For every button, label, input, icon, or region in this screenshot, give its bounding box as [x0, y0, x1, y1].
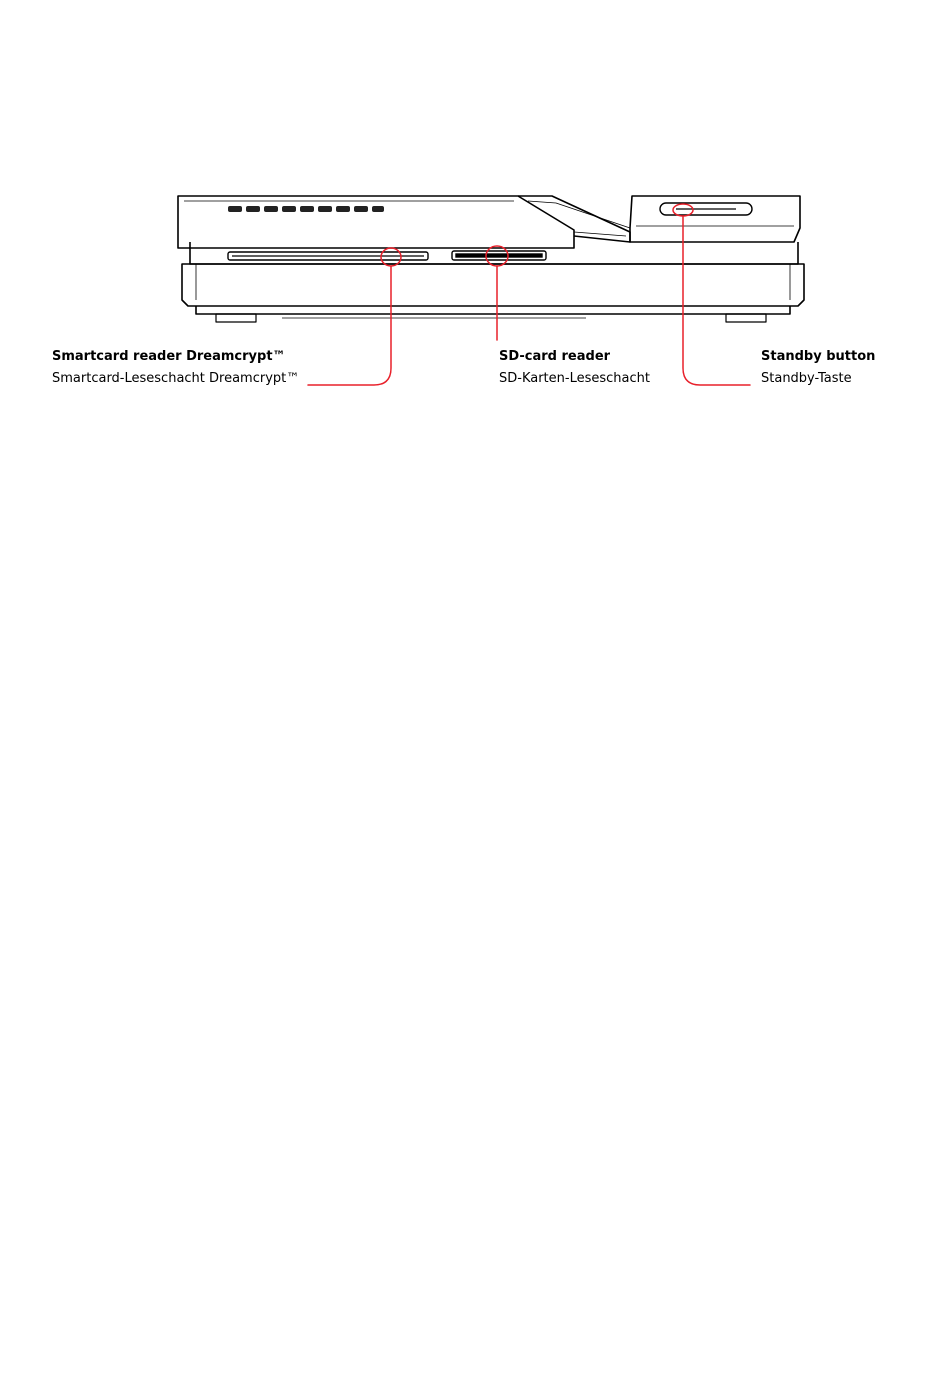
sd-card-slot [452, 251, 546, 260]
smartcard-leader-line [308, 266, 391, 385]
sd-card-reader-label-de: SD-Karten-Leseschacht [499, 368, 650, 390]
smartcard-slot [228, 252, 428, 260]
standby-button-label: Standby button Standby-Taste [761, 346, 875, 390]
sd-card-reader-label: SD-card reader SD-Karten-Leseschacht [499, 346, 650, 390]
sd-card-reader-label-en: SD-card reader [499, 346, 650, 368]
standby-callout-marker [673, 204, 693, 216]
smartcard-reader-label-en: Smartcard reader Dreamcrypt™ [52, 346, 299, 368]
standby-button-label-en: Standby button [761, 346, 875, 368]
standby-button-label-de: Standby-Taste [761, 368, 875, 390]
smartcard-reader-label-de: Smartcard-Leseschacht Dreamcrypt™ [52, 368, 299, 390]
brand-logo [228, 206, 384, 212]
smartcard-reader-label: Smartcard reader Dreamcrypt™ Smartcard-L… [52, 346, 299, 390]
